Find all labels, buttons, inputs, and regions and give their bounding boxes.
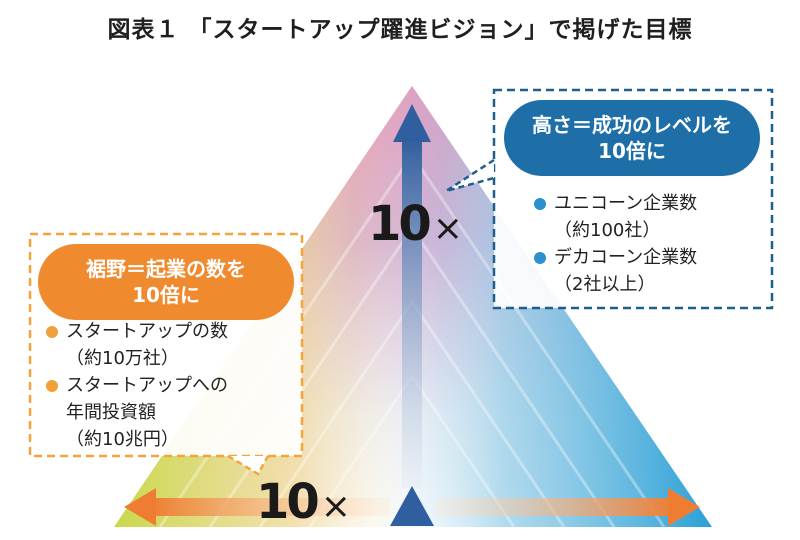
list-item-line1: スタートアップの数 [66,321,228,342]
height-multiplier-times: × [432,208,463,249]
list-item-line2: （約10万社） [66,348,179,369]
list-item: ユニコーン企業数 （約100社） [534,190,764,244]
base-callout-list: スタートアップの数 （約10万社） スタートアップへの 年間投資額 （約10兆円… [46,318,296,453]
height-arrow [393,104,431,488]
list-item-line2: 年間投資額 [66,402,156,423]
list-item: スタートアップへの 年間投資額 （約10兆円） [46,372,296,453]
list-item-line1: スタートアップへの [66,375,228,396]
height-callout-list: ユニコーン企業数 （約100社） デカコーン企業数 （2社以上） [534,190,764,298]
height-multiplier-number: 10 [368,196,432,252]
list-item-line1: ユニコーン企業数 [554,193,698,214]
base-heading-line2: 10倍に [132,283,200,307]
bullet-dot-icon [46,380,58,392]
list-item-line2: （約100社） [554,220,661,241]
height-callout-heading: 高さ＝成功のレベルを 10倍に [504,100,760,176]
base-multiplier: 10 × [256,478,351,526]
height-heading-line2: 10倍に [598,139,666,163]
height-multiplier: 10 × [368,200,463,248]
base-multiplier-number: 10 [256,474,320,530]
bullet-dot-icon [534,252,546,264]
base-callout-heading: 裾野＝起業の数を 10倍に [38,244,294,320]
height-heading-line1: 高さ＝成功のレベルを [532,113,732,137]
base-heading-line1: 裾野＝起業の数を [86,257,246,281]
list-item: スタートアップの数 （約10万社） [46,318,296,372]
list-item: デカコーン企業数 （2社以上） [534,244,764,298]
bullet-dot-icon [46,326,58,338]
list-item-line1: デカコーン企業数 [554,247,698,268]
list-item-line3: （約10兆円） [66,429,179,450]
list-item-line2: （2社以上） [554,274,656,295]
figure-title: 図表１ 「スタートアップ躍進ビジョン」で掲げた目標 [107,17,693,43]
base-center-marker [390,486,434,526]
bullet-dot-icon [534,198,546,210]
base-arrow [124,488,700,526]
base-multiplier-times: × [320,486,351,527]
